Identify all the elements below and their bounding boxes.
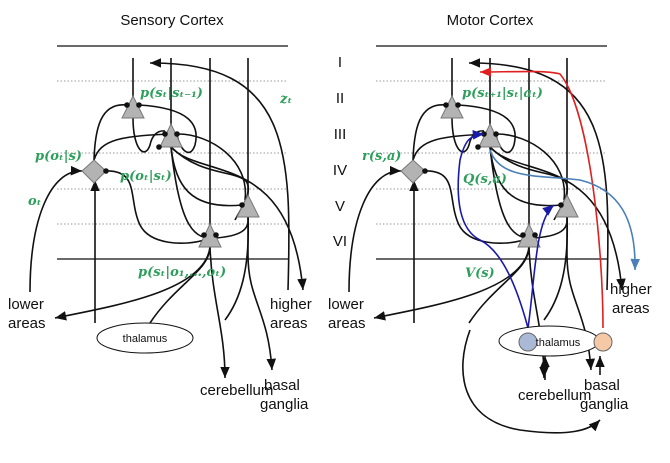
- thalamus-blue-node: [518, 332, 538, 352]
- layer-II: II: [336, 90, 344, 107]
- thalamus-node: [96, 322, 194, 354]
- label-likelihood: p(oₜ|s): [35, 149, 82, 164]
- label-zt: zₜ: [279, 92, 292, 107]
- layer-III: III: [334, 126, 347, 143]
- cerebellum-label: cerebellum: [200, 382, 273, 399]
- lower-areas-label: lower: [328, 296, 364, 313]
- motor-cortex-panel: Motor Cortex thalamus p(sₜ₊₁|sₜ|aₜ) r(s,…: [328, 12, 652, 434]
- thalamus-label: thalamus: [536, 337, 581, 349]
- lower-areas-label-2: areas: [8, 315, 46, 332]
- label-value: V(s): [465, 266, 495, 281]
- blue-pathway-v: [527, 204, 555, 329]
- label-transition: p(sₜ|sₜ₋₁): [140, 86, 203, 101]
- layer-I: I: [338, 54, 342, 71]
- label-posterior: p(sₜ|o₁,…,oₜ): [138, 265, 226, 280]
- layer-VI: VI: [333, 233, 347, 250]
- higher-areas-label-2: areas: [612, 300, 650, 317]
- sensory-title: Sensory Cortex: [120, 12, 224, 29]
- basal-ganglia-label-2: ganglia: [580, 396, 629, 413]
- steel-blue-pathway: [489, 149, 641, 271]
- cerebellum-label: cerebellum: [518, 387, 591, 404]
- layer-IV: IV: [333, 162, 347, 179]
- higher-areas-label: higher: [270, 296, 312, 313]
- thalamus-orange-node: [593, 332, 613, 352]
- higher-areas-label-2: areas: [270, 315, 308, 332]
- label-transition: p(sₜ₊₁|sₜ|aₜ): [462, 86, 543, 101]
- sensory-cortex-panel: Sensory Cortex thalamus p(sₜ|sₜ₋₁) zₜ p(…: [8, 12, 312, 413]
- label-reward: r(s,a): [362, 149, 401, 164]
- basal-ganglia-label: basal: [584, 377, 620, 394]
- layer-labels: I II III IV V VI: [333, 54, 347, 250]
- lower-areas-label: lower: [8, 296, 44, 313]
- label-likelihood-st: p(oₜ|sₜ): [120, 169, 172, 184]
- thalamus-label: thalamus: [123, 333, 168, 345]
- basal-ganglia-label: basal: [264, 377, 300, 394]
- blue-pathway-q: [457, 130, 529, 329]
- label-observation: oₜ: [28, 194, 42, 209]
- label-q-value: Q(s,a): [463, 172, 507, 187]
- basal-ganglia-label-2: ganglia: [260, 396, 309, 413]
- red-pathway: [479, 67, 604, 329]
- motor-title: Motor Cortex: [447, 12, 534, 29]
- layer-V: V: [335, 198, 345, 215]
- higher-areas-label: higher: [610, 281, 652, 298]
- lower-areas-label-2: areas: [328, 315, 366, 332]
